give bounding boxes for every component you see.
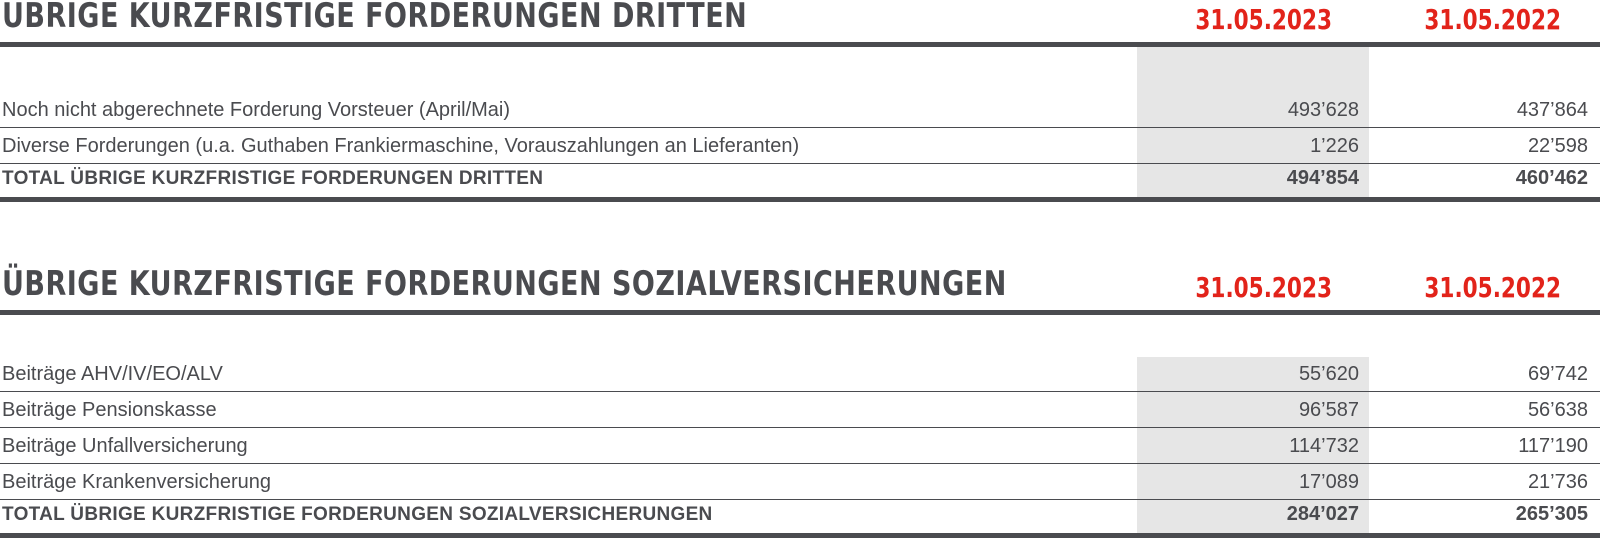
value-2022: 22’598 [1527,135,1588,157]
table-forderungen-dritten: Übrige kurzfristige Forderungen Dritten … [0,0,1600,202]
table-row: Beiträge Unfallversicherung 114’732 117’… [0,428,1600,464]
section-title: Übrige kurzfristige Forderungen Sozialve… [2,264,1007,304]
row-label: Beiträge Pensionskasse [2,399,217,421]
row-label: Diverse Forderungen (u.a. Guthaben Frank… [2,135,800,157]
row-label: Noch nicht abgerechnete Forderung Vorste… [2,99,511,121]
table-row: Beiträge Pensionskasse 96’587 56’638 [0,392,1600,428]
value-2023: 1’226 [1310,135,1359,157]
total-row: Total übrige kurzfristige Forderungen So… [0,500,1600,538]
row-label: Beiträge AHV/IV/EO/ALV [2,363,223,385]
section-header: Übrige kurzfristige Forderungen Sozialve… [0,264,1600,310]
table-row: Beiträge AHV/IV/EO/ALV 55’620 69’742 [0,357,1600,392]
table-body: Noch nicht abgerechnete Forderung Vorste… [0,47,1600,202]
value-2022: 21’736 [1527,471,1588,493]
table-forderungen-sozialversicherungen: Übrige kurzfristige Forderungen Sozialve… [0,264,1600,538]
row-label: Beiträge Unfallversicherung [2,435,248,457]
section-header: Übrige kurzfristige Forderungen Dritten … [0,0,1600,42]
section-title: Übrige kurzfristige Forderungen Dritten [2,0,748,36]
column-header-2022: 31.05.2022 [1424,271,1561,304]
value-2023: 493’628 [1287,99,1359,121]
row-label: Beiträge Krankenversicherung [2,471,272,493]
total-2022: 460’462 [1515,167,1588,189]
column-header-2023: 31.05.2023 [1195,271,1332,304]
value-2022: 56’638 [1527,399,1588,421]
total-2022: 265’305 [1515,503,1588,525]
header-divider [0,310,1600,315]
value-2023: 17’089 [1298,471,1359,493]
value-2022: 69’742 [1527,363,1588,385]
total-label: Total übrige kurzfristige Forderungen Dr… [2,168,544,189]
value-2023: 55’620 [1298,363,1359,385]
value-2023: 114’732 [1289,435,1359,457]
total-row: Total übrige kurzfristige Forderungen Dr… [0,164,1600,202]
table-body: Beiträge AHV/IV/EO/ALV 55’620 69’742 Bei… [0,357,1600,538]
current-year-column-shade [1137,357,1369,538]
table-row: Beiträge Krankenversicherung 17’089 21’7… [0,464,1600,500]
total-2023: 284’027 [1286,503,1359,525]
total-2023: 494’854 [1286,167,1359,189]
table-row: Diverse Forderungen (u.a. Guthaben Frank… [0,128,1600,164]
table-row: Noch nicht abgerechnete Forderung Vorste… [0,93,1600,128]
value-2022: 117’190 [1518,435,1588,457]
value-2023: 96’587 [1298,399,1359,421]
header-divider [0,42,1600,47]
column-header-2022: 31.05.2022 [1424,3,1561,36]
total-label: Total übrige kurzfristige Forderungen So… [2,504,713,525]
value-2022: 437’864 [1516,99,1588,121]
current-year-column-shade [1137,47,1369,202]
column-header-2023: 31.05.2023 [1195,3,1332,36]
